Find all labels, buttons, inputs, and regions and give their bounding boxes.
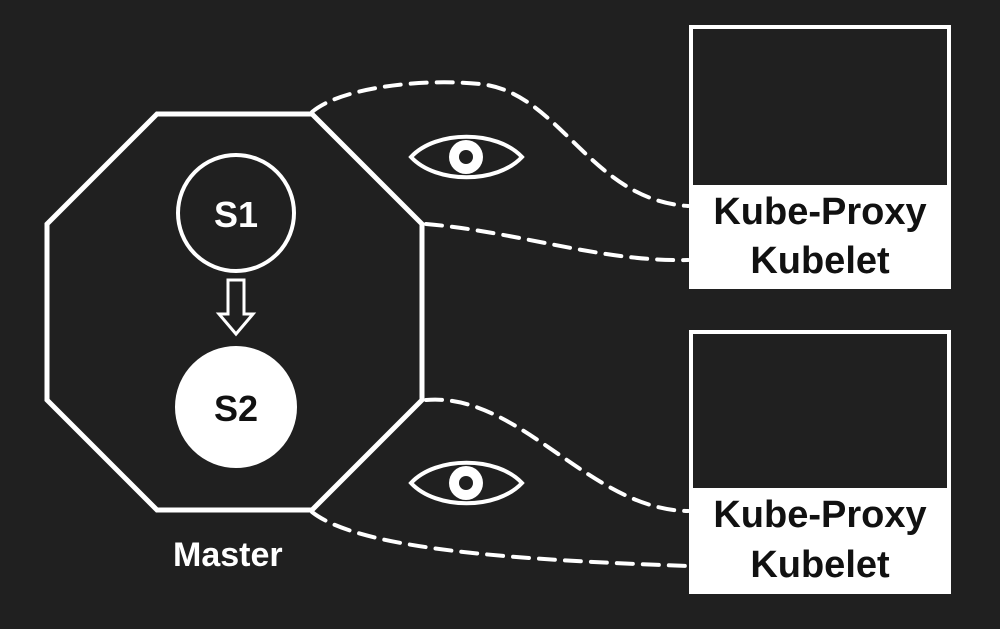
- worker-node-2-kubelet-label: Kubelet: [750, 544, 890, 586]
- connection-line-bottom-upper: [424, 397, 690, 513]
- eye-icon: [408, 460, 525, 506]
- pod-s2-circle: [175, 346, 297, 468]
- worker-node-1-label-panel: [691, 185, 949, 287]
- master-octagon: [44, 111, 425, 513]
- pod-s1-circle: [176, 153, 296, 273]
- master-label: Master: [173, 536, 283, 574]
- pod-s2-label: S2: [214, 388, 258, 429]
- worker-node-2-kube-proxy-label: Kube-Proxy: [713, 494, 927, 536]
- connection-line-top-lower: [424, 222, 690, 263]
- down-arrow-icon: [215, 278, 257, 337]
- pod-s1-label: S1: [214, 194, 258, 235]
- connection-line-bottom-lower: [310, 510, 690, 568]
- connection-line-top-upper: [310, 80, 690, 208]
- worker-node-1-kubelet-label: Kubelet: [750, 240, 890, 282]
- worker-node-2-label-panel: [691, 488, 949, 592]
- eye-icon: [408, 134, 525, 180]
- worker-node-1-kube-proxy-label: Kube-Proxy: [713, 191, 927, 233]
